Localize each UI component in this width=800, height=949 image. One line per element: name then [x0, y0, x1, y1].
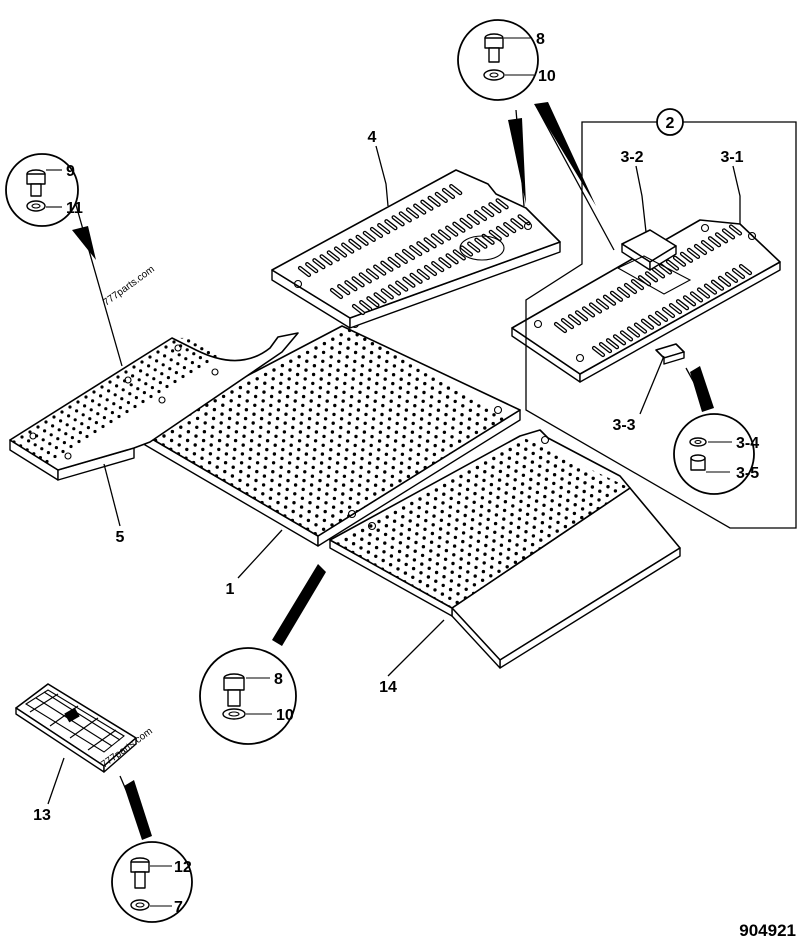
callout-2-marker: 2 — [656, 108, 684, 136]
bolt-hole — [700, 223, 710, 233]
detail-circle-8-10-mid: 8 10 — [199, 647, 297, 745]
leader-lines — [47, 102, 741, 840]
callout-3-5: 3-5 — [736, 465, 759, 482]
floor-plate-1 — [139, 319, 521, 547]
callout-11: 11 — [66, 200, 83, 217]
callout-14: 14 — [379, 679, 397, 696]
slot-pattern — [553, 224, 753, 358]
callout-7: 7 — [174, 899, 183, 916]
callout-8-top: 8 — [536, 31, 545, 48]
detail-circle-8-10-top: 8 10 — [457, 19, 556, 101]
bolt-icon — [484, 33, 504, 63]
callout-12: 12 — [174, 859, 192, 876]
slotted-plate-3-1 — [511, 219, 781, 383]
bolt-hole — [293, 279, 303, 289]
step-pad-13 — [15, 683, 137, 773]
access-hole — [459, 235, 505, 261]
detail-circle-9-11: 9 11 — [5, 153, 83, 227]
callout-10-top: 10 — [538, 68, 556, 85]
callout-9: 9 — [66, 163, 75, 180]
bolt-icon — [26, 169, 46, 197]
bolt-hole — [575, 353, 585, 363]
front-plate-14 — [329, 429, 681, 669]
bolt-icon — [130, 857, 150, 889]
bolt-hole — [174, 344, 182, 352]
callout-10-mid: 10 — [276, 707, 294, 724]
assembly-2-bracket — [525, 121, 797, 529]
bolt-hole — [540, 435, 550, 445]
bolt-hole — [523, 221, 533, 231]
bolt-hole — [158, 396, 166, 404]
slot-pattern — [297, 184, 531, 316]
callout-2: 2 — [666, 115, 675, 132]
callout-13: 13 — [33, 807, 51, 824]
callout-1: 1 — [226, 581, 235, 598]
detail-circle-12-7: 12 7 — [111, 841, 193, 923]
callout-4: 4 — [368, 129, 377, 146]
pad-3-2 — [616, 229, 692, 295]
perforation-pattern — [146, 328, 519, 536]
bolt-hole — [124, 376, 132, 384]
callout-8-mid: 8 — [274, 671, 283, 688]
callout-3-2: 3-2 — [620, 149, 643, 166]
watermark-text: 777parts.com — [101, 264, 156, 309]
nut-icon — [689, 437, 707, 471]
slotted-plate-4 — [271, 169, 561, 329]
bolt-hole — [211, 368, 219, 376]
washer-icon — [222, 708, 246, 720]
bolt-hole — [747, 231, 757, 241]
side-plate-5 — [9, 332, 299, 481]
bolt-hole — [29, 432, 37, 440]
perforation-pattern — [12, 337, 217, 464]
detail-circle-3-4-3-5: 3-4 3-5 — [673, 413, 759, 495]
washer-icon — [483, 69, 505, 81]
callout-3-4: 3-4 — [736, 435, 759, 452]
bolt-hole — [367, 521, 377, 531]
bolt-hole — [64, 452, 72, 460]
bolt-icon — [223, 673, 245, 707]
washer-icon — [130, 899, 150, 911]
bolt-hole — [347, 509, 357, 519]
bolt-hole — [493, 405, 503, 415]
clip-3-3 — [655, 343, 685, 365]
reference-number: 904921 — [739, 921, 796, 940]
washer-icon — [26, 200, 46, 212]
callout-3-1: 3-1 — [720, 149, 743, 166]
callout-5: 5 — [116, 529, 125, 546]
callout-3-3: 3-3 — [612, 417, 635, 434]
bolt-hole — [533, 319, 543, 329]
